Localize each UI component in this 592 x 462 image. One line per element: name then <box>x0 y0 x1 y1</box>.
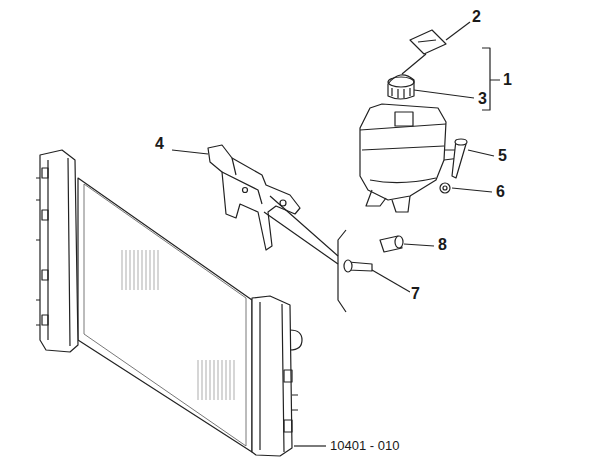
callout-number: 1 <box>502 72 513 88</box>
callout-number: 2 <box>471 9 482 25</box>
figure-code: 10401 - 010 <box>329 439 400 452</box>
callout-number: 7 <box>410 286 421 302</box>
callout-number: 3 <box>477 91 488 107</box>
callout-number: 6 <box>495 184 506 200</box>
callout-number: 4 <box>154 136 165 152</box>
callout-number: 5 <box>497 148 508 164</box>
callout-number: 8 <box>437 237 448 253</box>
